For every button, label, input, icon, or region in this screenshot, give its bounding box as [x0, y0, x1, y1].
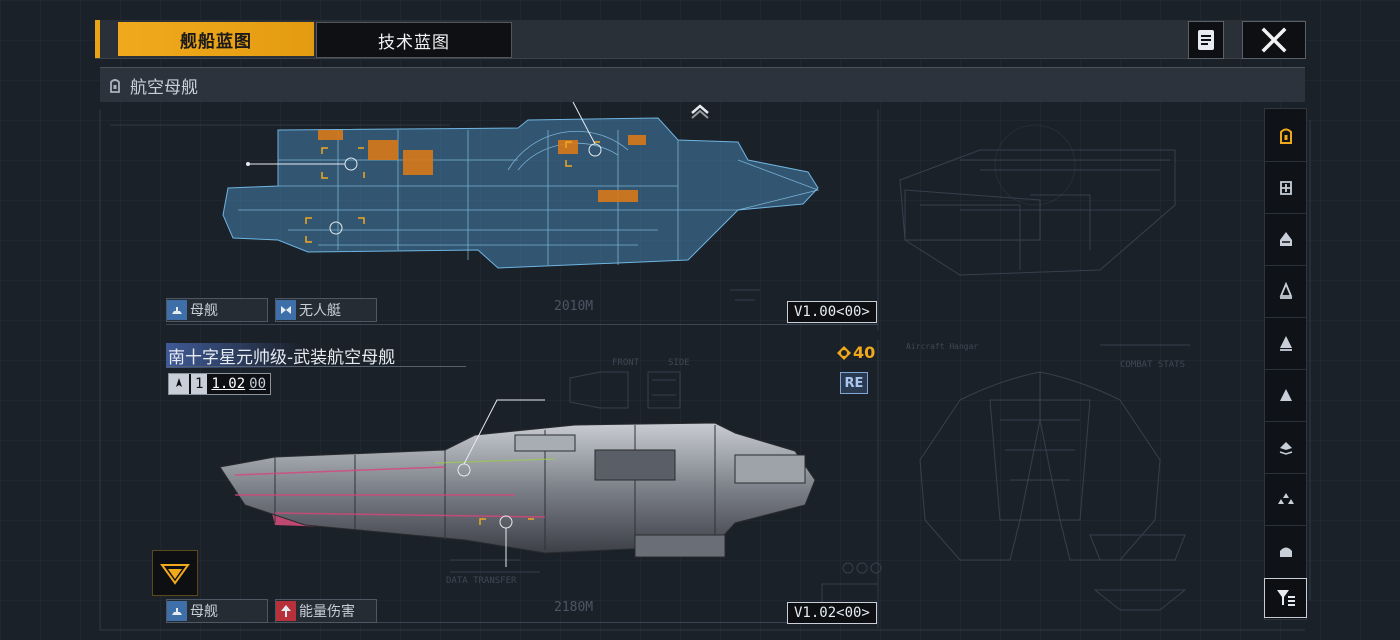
sidebar-item-carrier[interactable]: [1265, 109, 1306, 162]
hud-aircraft-hangar-label: Aircraft Hangar: [906, 342, 979, 351]
ship-1-divider: [166, 324, 878, 325]
sidebar-item-battlecruiser[interactable]: [1265, 161, 1306, 214]
tab-ship-blueprint[interactable]: 舰船蓝图: [118, 22, 314, 56]
battlecruiser-icon: [1279, 181, 1292, 195]
section-header: 航空母舰: [100, 67, 1305, 102]
sidebar-item-fighter[interactable]: [1265, 473, 1306, 526]
ship-2-tier-value: 1.02: [211, 376, 246, 392]
destroyer-icon: [1279, 282, 1292, 299]
ship-1-blueprint-image[interactable]: [218, 100, 823, 275]
ship-1-tag-carrier-label: 母舰: [190, 303, 218, 319]
filter-icon: [1276, 590, 1295, 606]
section-title: 航空母舰: [130, 77, 198, 98]
hud-side-label: SIDE: [668, 358, 690, 368]
ship-2-distance: 2180M: [554, 600, 594, 615]
fighter-icon: [1277, 493, 1294, 504]
carrier-tag-icon: [167, 300, 187, 320]
ship-1-tag-drone: 无人艇: [275, 298, 377, 322]
ship-2-divider: [166, 622, 878, 623]
energy-damage-icon: [276, 601, 296, 621]
frigate-icon: [1279, 336, 1292, 351]
ship-2-tag-carrier: 母舰: [166, 599, 268, 623]
ship-2-tier-suffix: 00: [249, 376, 267, 392]
ship-2-tier: 1 1.02 00: [168, 373, 272, 395]
close-icon: [1261, 27, 1287, 53]
ship-2-score-value: 40: [853, 343, 876, 362]
carrier-icon: [1279, 128, 1292, 144]
close-button[interactable]: [1242, 21, 1306, 59]
tab-tech-blueprint[interactable]: 技术蓝图: [316, 22, 512, 58]
ship-1-tag-drone-label: 无人艇: [299, 303, 341, 319]
hud-data-transfer-label: DATA TRANSFER: [446, 576, 517, 586]
ship-2-name-underline: [166, 366, 466, 367]
ship-2-tag-energy-damage: 能量伤害: [275, 599, 377, 623]
document-icon: [1198, 30, 1214, 50]
carrier-class-icon: [110, 79, 120, 93]
corvette-icon: [1279, 389, 1292, 401]
ship-2-model-image[interactable]: [215, 395, 825, 575]
hud-front-label: FRONT: [612, 358, 640, 368]
support-icon: [1279, 547, 1292, 557]
aux-ship-icon: [1279, 442, 1292, 455]
ship-1-version: V1.00<00>: [787, 301, 877, 323]
ship-2-version: V1.02<00>: [787, 602, 877, 624]
sidebar-item-cruiser[interactable]: [1265, 213, 1306, 266]
carrier-tag-icon: [167, 601, 187, 621]
ship-2-tag-carrier-label: 母舰: [190, 604, 218, 620]
cruiser-icon: [1279, 232, 1292, 246]
score-icon: [837, 345, 851, 360]
scroll-up-chevron-icon[interactable]: [690, 104, 710, 120]
ship-2-class-emblem[interactable]: [152, 550, 198, 596]
ship-2-tag-energy-damage-label: 能量伤害: [299, 604, 355, 620]
ship-1-tag-carrier: 母舰: [166, 298, 268, 322]
class-emblem-icon: [160, 564, 190, 585]
sidebar-item-support[interactable]: [1265, 525, 1306, 577]
ship-1-distance: 2010M: [554, 299, 594, 314]
ship-2-tier-number: 1: [191, 374, 208, 394]
ship-2-tier-icon: [169, 374, 189, 394]
sidebar-item-destroyer[interactable]: [1265, 265, 1306, 318]
tab-accent-bar: [95, 20, 100, 58]
drone-tag-icon: [276, 300, 296, 320]
document-button[interactable]: [1188, 21, 1224, 59]
filter-button[interactable]: [1264, 578, 1307, 618]
sidebar-item-frigate[interactable]: [1265, 317, 1306, 370]
ship-2-re-badge: RE: [840, 372, 868, 394]
hud-combat-stats-label: COMBAT STATS: [1120, 360, 1186, 370]
sidebar-item-corvette[interactable]: [1265, 369, 1306, 422]
ship-2-name: 南十字星元帅级-武装航空母舰: [166, 343, 398, 368]
sidebar-item-aux-ship[interactable]: [1265, 421, 1306, 474]
ship-2-score: 40: [836, 343, 875, 362]
